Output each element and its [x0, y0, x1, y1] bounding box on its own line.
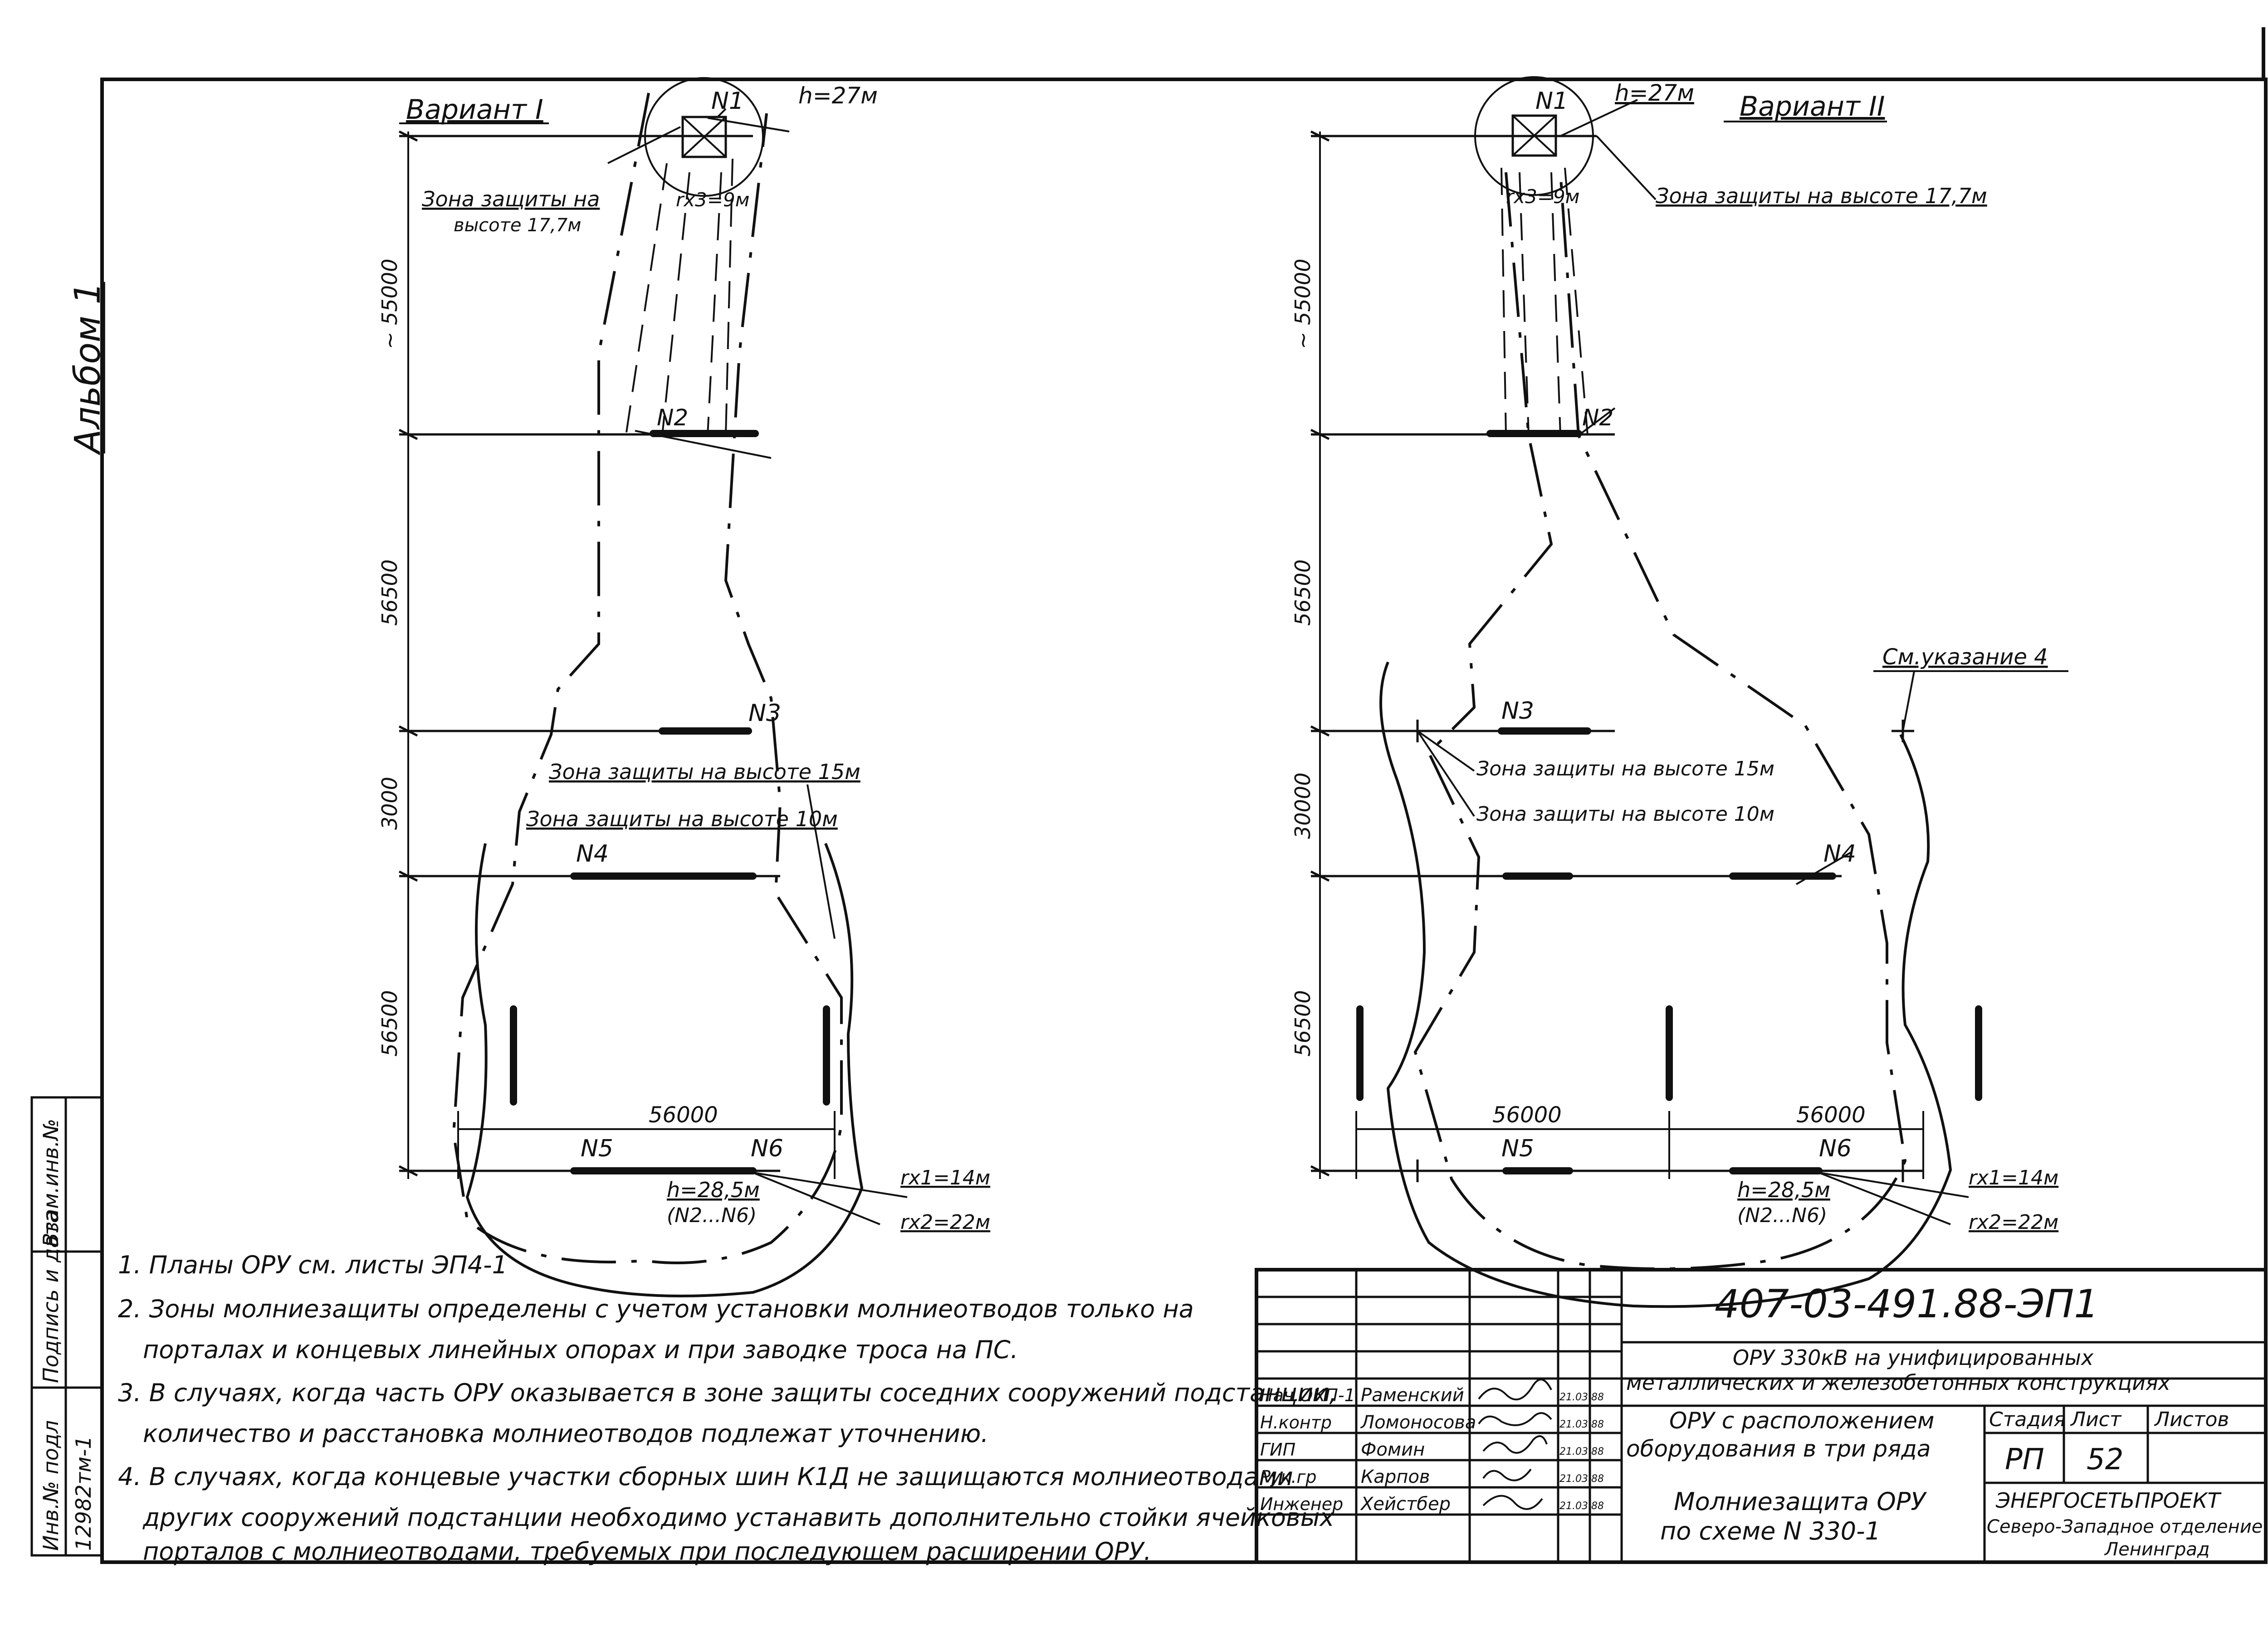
v2-dim3: 30000 [1290, 773, 1315, 839]
stamp-vzam: Взам.инв.№ [39, 1119, 63, 1247]
staff-name: Раменский [1361, 1385, 1464, 1406]
v1-n2n6: (N2...N6) [667, 1204, 757, 1227]
staff-role: Нач.ОКП-1 [1260, 1385, 1355, 1405]
staff-role: ГИП [1260, 1440, 1295, 1460]
stage-header: Стадия [1989, 1408, 2066, 1431]
v2-rx1: rx1=14м [1969, 1166, 2058, 1189]
note-2: 2. Зоны молниезащиты определены с учетом… [118, 1295, 1194, 1323]
left-stamp [30, 1096, 103, 1557]
project-line-2: металлических и железобетонных конструкц… [1626, 1370, 2171, 1395]
v1-rx1: rx1=14м [900, 1166, 990, 1189]
v2-n2: N2 [1582, 404, 1613, 431]
notes-block: 1. Планы ОРУ см. листы ЭП4-1 2. Зоны мол… [118, 1251, 1337, 1566]
note-4c: порталов с молниеотводами, требуемых при… [143, 1537, 1152, 1566]
variant2-drawing [1310, 76, 2068, 1308]
v2-n3: N3 [1501, 697, 1534, 725]
org-1: ЭНЕРГОСЕТЬПРОЕКТ [1995, 1488, 2222, 1513]
variant1-drawing [398, 77, 908, 1297]
sheet-value: 52 [2087, 1443, 2123, 1476]
staff-table: Нач.ОКП-1 Раменский 21.03.88 Н.контр Лом… [1260, 1385, 1604, 1515]
album-label: Альбом 1 [68, 282, 108, 456]
signatures [1478, 1379, 1552, 1510]
org-3: Ленинград [2104, 1539, 2210, 1560]
staff-date: 21.03.88 [1559, 1446, 1604, 1457]
project-line-1: ОРУ 330кВ на унифицированных [1733, 1345, 2094, 1370]
note-4: 4. В случаях, когда концевые участки сбо… [118, 1462, 1293, 1491]
note-4b: других сооружений подстанции необходимо … [142, 1503, 1334, 1532]
v2-n4: N4 [1823, 840, 1856, 867]
v1-title: Вариант I [406, 94, 543, 126]
v2-rx2: rx2=22м [1969, 1211, 2058, 1234]
v2-zone15: Зона защиты на высоте 15м [1476, 757, 1774, 780]
staff-name: Фомин [1361, 1439, 1425, 1460]
v2-dim4: 56500 [1290, 990, 1315, 1057]
staff-role: Рук.гр [1260, 1467, 1317, 1487]
v2-dim-w1: 56000 [1492, 1102, 1562, 1128]
drawing-frame [100, 27, 2268, 1564]
staff-name: Карпов [1361, 1466, 1430, 1487]
v1-zone177-b: высоте 17,7м [454, 215, 581, 236]
staff-role: Инженер [1260, 1494, 1343, 1514]
v2-dim-w2: 56000 [1796, 1102, 1866, 1128]
note-3: 3. В случаях, когда часть ОРУ оказываетс… [118, 1379, 1337, 1407]
v1-zone15: Зона защиты на высоте 15м [549, 760, 860, 784]
stamp-inv-podl: Инв.№ подл [39, 1420, 63, 1551]
v2-rx3: rx3=9м [1506, 185, 1579, 208]
v1-h-bottom: h=28,5м [667, 1178, 760, 1202]
staff-name: Хейстбер [1360, 1494, 1451, 1515]
v1-dim2: 56500 [377, 560, 402, 626]
staff-date: 21.03.88 [1559, 1392, 1604, 1403]
v1-n5: N5 [581, 1135, 613, 1162]
v1-dim1: ~ 55000 [377, 259, 402, 350]
rod-n1-square-v2 [1511, 114, 1557, 157]
staff-name: Ломоносова [1360, 1412, 1476, 1433]
drawing-title-2: по схеме N 330-1 [1660, 1517, 1881, 1545]
note-2b: порталах и концевых линейных опорах и пр… [143, 1335, 1018, 1364]
v1-n2: N2 [657, 404, 688, 431]
v1-zone10: Зона защиты на высоте 10м [526, 807, 838, 831]
title-block-grid [1255, 1268, 2268, 1564]
v1-n3: N3 [748, 700, 781, 727]
org-2: Северо-Западное отделение [1987, 1516, 2263, 1537]
sheet-header: Лист [2070, 1408, 2122, 1431]
sheet-title-1: ОРУ с расположением [1669, 1408, 1934, 1434]
v1-dim-w: 56000 [649, 1102, 718, 1128]
v2-n6: N6 [1819, 1135, 1852, 1162]
v1-rx2: rx2=22м [900, 1211, 990, 1234]
v1-rx3: rx3=9м [676, 189, 749, 211]
v2-h-bottom: h=28,5м [1737, 1178, 1830, 1202]
sheet-title-2: оборудования в три ряда [1626, 1436, 1931, 1462]
v2-dim2: 56500 [1290, 560, 1315, 626]
doc-code: 407-03-491.88-ЭП1 [1715, 1281, 2099, 1327]
v1-dim3: 3000 [377, 777, 402, 830]
rod-n1-square [681, 116, 727, 158]
staff-role: Н.контр [1260, 1413, 1332, 1432]
v1-dim4: 56500 [377, 990, 402, 1057]
stage-value: РП [2005, 1443, 2044, 1476]
sheets-header: Листов [2154, 1408, 2229, 1431]
v2-zone10: Зона защиты на высоте 10м [1476, 803, 1774, 826]
v1-h-top: h=27м [798, 83, 878, 109]
v2-dim1: ~ 55000 [1290, 259, 1315, 350]
v1-n6: N6 [751, 1135, 783, 1162]
staff-date: 21.03.88 [1559, 1501, 1604, 1512]
note-3b: количество и расстановка молниеотводов п… [143, 1419, 988, 1448]
v1-zone177-a: Зона защиты на [422, 187, 600, 211]
v2-n5: N5 [1501, 1135, 1534, 1162]
v2-zone177: Зона защиты на высоте 17,7м [1656, 184, 1987, 208]
note-1: 1. Планы ОРУ см. листы ЭП4-1 [118, 1251, 508, 1279]
staff-date: 21.03.88 [1559, 1419, 1604, 1430]
v2-n2n6: (N2...N6) [1737, 1204, 1827, 1227]
drawing-title-1: Молниезащита ОРУ [1674, 1487, 1927, 1516]
stamp-inv-value: 12982тм-1 [71, 1436, 96, 1551]
v2-title: Вариант II [1740, 91, 1885, 122]
v2-n1: N1 [1535, 88, 1568, 115]
v2-see-note: См.указание 4 [1882, 644, 2048, 670]
stamp-sign-date: Подпись и дата [39, 1210, 63, 1383]
staff-date: 21.03.88 [1559, 1473, 1604, 1485]
v2-h-top: h=27м [1615, 80, 1694, 106]
v1-n1: N1 [711, 88, 744, 115]
v1-n4: N4 [576, 840, 609, 867]
